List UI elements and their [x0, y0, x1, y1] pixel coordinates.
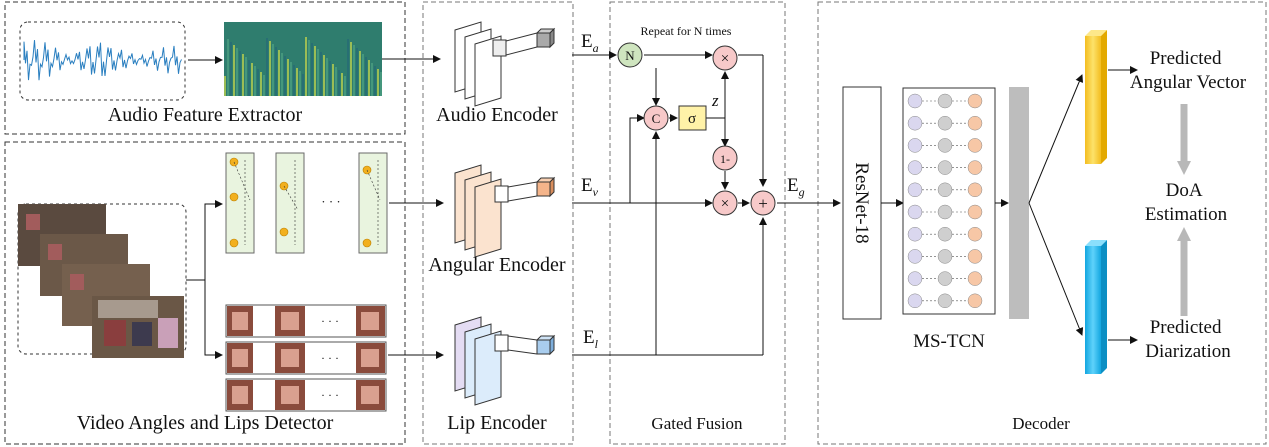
- eg-label: Eg: [787, 175, 805, 199]
- resnet-label: ResNet-18: [851, 162, 872, 243]
- audio-extractor-frame: [4, 1, 406, 135]
- waveform-box: [19, 21, 186, 101]
- tcn-node: [937, 93, 953, 109]
- tcn-node: [967, 293, 983, 309]
- doa-label: DoA Estimation: [1145, 180, 1228, 225]
- lip-strips: [225, 304, 387, 412]
- one-minus-node: [712, 145, 738, 171]
- lip-ellipsis-1: · · ·: [321, 314, 339, 328]
- tcn-node: [937, 182, 953, 198]
- tcn-node: [907, 182, 923, 198]
- ea-label: Ea: [581, 31, 599, 55]
- spectrogram: [224, 22, 382, 96]
- tcn-node: [907, 249, 923, 264]
- angle-panels: [225, 152, 388, 254]
- tcn-node: [967, 204, 983, 220]
- tcn-node: [937, 293, 953, 309]
- tcn-node: [937, 249, 953, 264]
- add-text: +: [758, 194, 768, 213]
- multiply-node-bottom: [712, 190, 738, 216]
- tcn-node: [907, 293, 923, 309]
- tcn-node: [907, 138, 923, 153]
- angular-encoder: [454, 164, 556, 258]
- decoder-frame: [817, 1, 1267, 445]
- video-detector-label: Video Angles and Lips Detector: [77, 412, 334, 434]
- el-label: El: [583, 327, 599, 351]
- add-node: [750, 190, 776, 216]
- tcn-node: [967, 160, 983, 175]
- lip-ellipsis-3: · · ·: [321, 388, 339, 402]
- decoder-label: Decoder: [1012, 414, 1070, 433]
- tcn-node: [967, 249, 983, 264]
- tcn-node: [907, 204, 923, 220]
- angular-vector-bar: [1085, 30, 1107, 164]
- n-node: [617, 42, 643, 68]
- diarization-bar: [1085, 240, 1107, 374]
- gated-fusion-frame: [609, 1, 786, 445]
- tcn-node: [937, 115, 953, 131]
- angular-encoder-label: Angular Encoder: [428, 254, 566, 276]
- tcn-node: [967, 271, 983, 286]
- multiply-node-top: [712, 45, 738, 71]
- lip-encoder: [454, 316, 556, 406]
- fusion-wires: [572, 51, 841, 356]
- tcn-node: [937, 160, 953, 175]
- tcn-node: [907, 226, 923, 242]
- encoders-frame: [422, 1, 574, 445]
- resnet-block: [842, 86, 882, 320]
- video-detector-frame: [4, 141, 406, 445]
- multiply-bottom-text: ×: [721, 196, 729, 212]
- concat-text: C: [652, 111, 661, 126]
- tcn-node: [937, 226, 953, 242]
- decoder-bar: [1009, 87, 1029, 319]
- to-angular-bar: [1028, 74, 1084, 204]
- tcn-node: [907, 160, 923, 175]
- angular-vector-label: Predicted Angular Vector: [1130, 48, 1247, 93]
- mstcn-nodes: [907, 93, 983, 309]
- gated-fusion-label: Gated Fusion: [651, 414, 743, 433]
- multiply-top-text: ×: [721, 51, 729, 67]
- tcn-node: [937, 138, 953, 153]
- tcn-node: [907, 93, 923, 109]
- tcn-node: [967, 226, 983, 242]
- frames-branch: [186, 203, 220, 281]
- n-node-text: N: [625, 48, 635, 63]
- audio-extractor-label: Audio Feature Extractor: [108, 104, 303, 126]
- tcn-node: [907, 271, 923, 286]
- tcn-node: [937, 271, 953, 286]
- frames-branch-lips: [204, 280, 223, 359]
- one-minus-text: 1-: [720, 152, 730, 166]
- audio-encoder-label: Audio Encoder: [436, 104, 558, 126]
- to-diarization-bar: [1028, 202, 1084, 336]
- lip-ellipsis-2: · · ·: [321, 351, 339, 365]
- mstcn-label: MS-TCN: [913, 331, 985, 352]
- tcn-node: [967, 138, 983, 153]
- concat-node: [643, 105, 669, 131]
- video-frame-stack: [18, 204, 184, 358]
- tcn-node: [967, 182, 983, 198]
- diarization-label: Predicted Diarization: [1145, 317, 1231, 362]
- tcn-node: [967, 115, 983, 131]
- z-label: z: [711, 91, 719, 110]
- tcn-node: [967, 93, 983, 109]
- ev-label: Ev: [581, 175, 599, 199]
- sigma-box: [678, 105, 707, 131]
- tcn-node: [907, 115, 923, 131]
- audio-waveform: [23, 40, 182, 81]
- lip-encoder-label: Lip Encoder: [447, 412, 547, 434]
- audio-encoder: [454, 21, 556, 107]
- sigma-text: σ: [688, 111, 696, 127]
- repeat-label: Repeat for N times: [641, 24, 732, 38]
- angle-ellipsis: · · ·: [321, 194, 341, 209]
- tcn-node: [937, 204, 953, 220]
